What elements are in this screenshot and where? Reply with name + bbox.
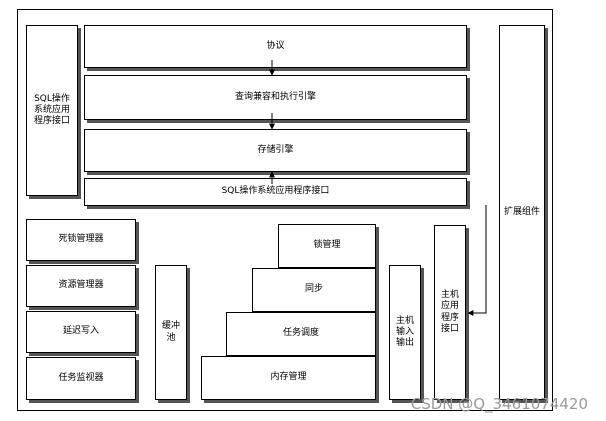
host-io-label: 主机输入输出 bbox=[395, 315, 414, 349]
lazy-writer-label: 延迟写入 bbox=[62, 326, 99, 337]
sql-os-api-label: SQL操作系统应用程序接口 bbox=[221, 186, 330, 197]
storage-engine-box: 存储引擎 bbox=[84, 129, 467, 172]
task-monitor-label: 任务监视器 bbox=[58, 372, 104, 383]
watermark: CSDN @Q_3461074420 bbox=[410, 395, 588, 413]
sql-os-interface-left-label: SQL操作系统应用程序接口 bbox=[33, 93, 70, 127]
task-monitor-box: 任务监视器 bbox=[26, 357, 136, 400]
query-engine-box: 查询兼容和执行引擎 bbox=[84, 75, 467, 120]
sync-label: 同步 bbox=[304, 284, 323, 295]
buffer-pool-label: 缓冲池 bbox=[161, 321, 180, 343]
lock-manager-box: 锁管理 bbox=[278, 224, 376, 268]
lazy-writer-box: 延迟写入 bbox=[26, 311, 136, 353]
task-scheduler-box: 任务调度 bbox=[226, 312, 376, 356]
query-engine-label: 查询兼容和执行引擎 bbox=[234, 91, 316, 102]
sql-os-interface-left: SQL操作系统应用程序接口 bbox=[26, 25, 78, 196]
memory-manager-box: 内存管理 bbox=[201, 356, 376, 400]
protocol-box: 协议 bbox=[84, 25, 467, 68]
resource-manager-box: 资源管理器 bbox=[26, 265, 136, 307]
deadlock-manager-label: 死锁管理器 bbox=[58, 234, 104, 245]
lock-manager-label: 锁管理 bbox=[313, 240, 341, 251]
memory-manager-label: 内存管理 bbox=[270, 372, 307, 383]
host-app-api-box: 主机应用程序接口 bbox=[434, 225, 466, 400]
protocol-label: 协议 bbox=[266, 40, 285, 51]
extension-label: 扩展组件 bbox=[504, 206, 541, 217]
deadlock-manager-box: 死锁管理器 bbox=[26, 219, 136, 261]
sync-box: 同步 bbox=[252, 268, 376, 312]
task-scheduler-label: 任务调度 bbox=[282, 328, 319, 339]
storage-engine-label: 存储引擎 bbox=[257, 144, 294, 155]
sql-os-api-box: SQL操作系统应用程序接口 bbox=[84, 178, 467, 206]
host-io-box: 主机输入输出 bbox=[389, 265, 421, 400]
buffer-pool-box: 缓冲池 bbox=[155, 265, 187, 400]
extension-box: 扩展组件 bbox=[499, 25, 545, 400]
host-app-api-label: 主机应用程序接口 bbox=[440, 290, 459, 334]
arrow-extension-to-host-api bbox=[467, 205, 487, 316]
resource-manager-label: 资源管理器 bbox=[58, 280, 104, 291]
